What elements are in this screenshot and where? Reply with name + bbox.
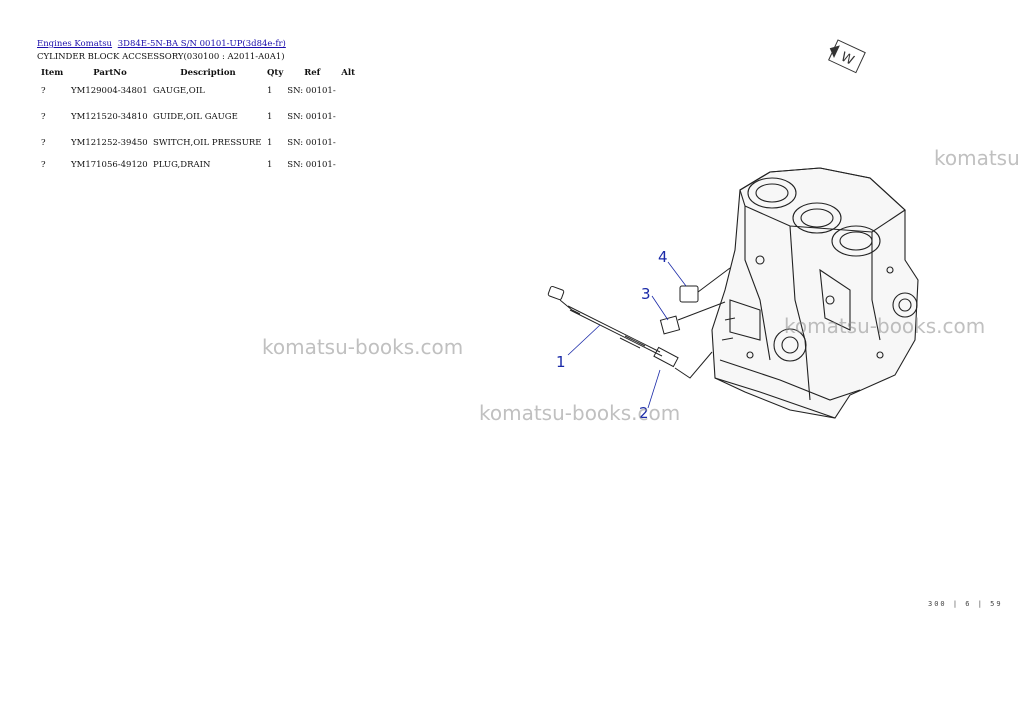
breadcrumb-link-model[interactable]: 3D84E-5N-BA S/N 00101-UP(3d84e-fr) [117, 39, 286, 49]
parts-table: Item PartNo Description Qty Ref Alt ? YM… [37, 66, 359, 176]
breadcrumb-link-engines[interactable]: Engines Komatsu [37, 39, 113, 49]
part-oil-pressure-switch [659, 301, 726, 335]
part-oil-gauge [547, 285, 663, 357]
cell-partno: YM121520-34810 [71, 112, 148, 122]
cell-item: ? [41, 138, 46, 148]
cell-partno: YM121252-39450 [71, 138, 148, 148]
header-qty: Qty [267, 68, 284, 78]
part-drain-plug [679, 267, 731, 303]
callout-2: 2 [639, 404, 649, 422]
table-row: ? YM121252-39450 SWITCH,OIL PRESSURE 1 S… [37, 132, 359, 154]
table-row: ? YM121520-34810 GUIDE,OIL GAUGE 1 SN: 0… [37, 106, 359, 132]
cell-qty: 1 [267, 86, 273, 96]
table-row: ? YM171056-49120 PLUG,DRAIN 1 SN: 00101- [37, 154, 359, 176]
header-description: Description [180, 68, 236, 78]
page-subtitle: CYLINDER BLOCK ACCSESSORY(030100 : A2011… [37, 52, 285, 62]
cell-qty: 1 [267, 138, 273, 148]
header-ref: Ref [304, 68, 321, 78]
leader-lines [567, 261, 687, 409]
breadcrumb: Engines Komatsu 3D84E-5N-BA S/N 00101-UP… [37, 39, 289, 49]
cell-description: GAUGE,OIL [153, 86, 205, 96]
direction-emblem: W [828, 39, 866, 74]
cell-qty: 1 [267, 160, 273, 170]
cell-ref: SN: 00101- [287, 160, 336, 170]
cell-description: PLUG,DRAIN [153, 160, 211, 170]
cell-partno: YM171056-49120 [71, 160, 148, 170]
cell-ref: SN: 00101- [287, 112, 336, 122]
cylinder-block [711, 167, 919, 419]
watermark: komatsu-books.com [262, 335, 464, 359]
callout-3: 3 [641, 285, 651, 303]
callout-1: 1 [556, 353, 566, 371]
header-partno: PartNo [93, 68, 127, 78]
cell-item: ? [41, 86, 46, 96]
table-header-row: Item PartNo Description Qty Ref Alt [37, 66, 359, 80]
cell-partno: YM129004-34801 [71, 86, 148, 96]
cell-description: GUIDE,OIL GAUGE [153, 112, 238, 122]
cell-qty: 1 [267, 112, 273, 122]
cell-ref: SN: 00101- [287, 86, 336, 96]
cell-ref: SN: 00101- [287, 138, 336, 148]
emblem-letter: W [838, 50, 856, 69]
cell-description: SWITCH,OIL PRESSURE [153, 138, 262, 148]
callout-4: 4 [658, 248, 668, 266]
header-item: Item [41, 68, 64, 78]
header-alt: Alt [341, 68, 356, 78]
table-row: ? YM129004-34801 GAUGE,OIL 1 SN: 00101- [37, 80, 359, 106]
cell-item: ? [41, 112, 46, 122]
page-code: 300 | 6 | 59 [928, 600, 1003, 608]
watermark: komatsu-books.com [784, 314, 986, 338]
watermark: komatsu [934, 146, 1020, 170]
part-oil-gauge-guide [653, 346, 713, 379]
watermark: komatsu-books.com [479, 401, 681, 425]
cell-item: ? [41, 160, 46, 170]
